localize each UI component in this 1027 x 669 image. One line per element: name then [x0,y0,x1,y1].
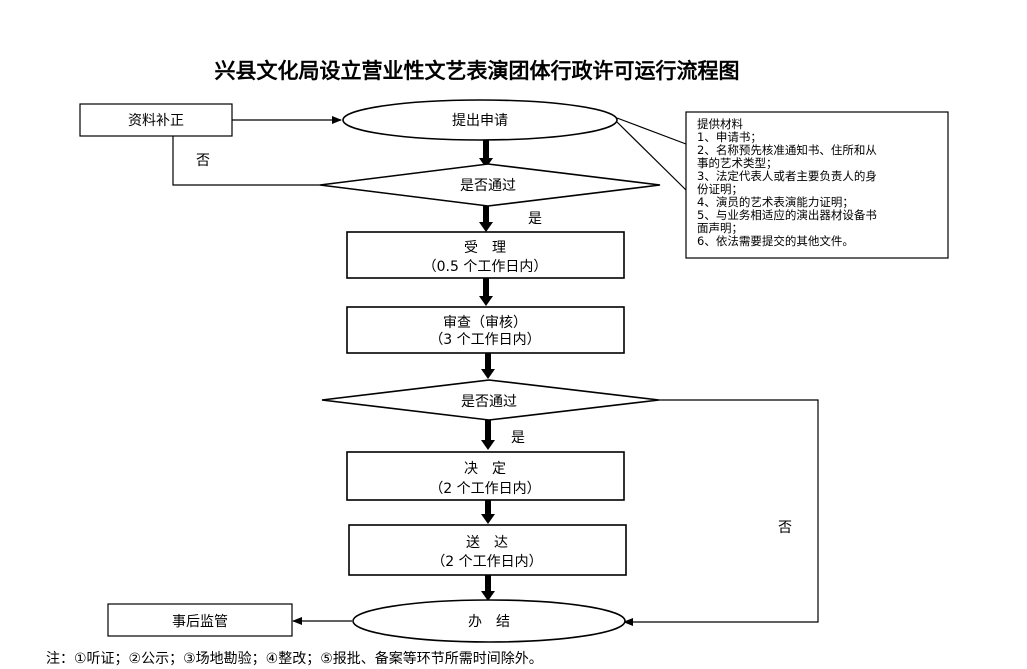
decide-box [346,451,625,501]
materials-list: 1、申请书；2、名称预先核准通知书、住所和从事的艺术类型；3、法定代表人或者主要… [697,130,877,248]
footnote: 注：①听证；②公示；③场地勘验；④整改；⑤报批、备案等环节所需时间除外。 [46,650,543,667]
materials-connector [616,117,687,145]
no1-label: 否 [196,153,210,169]
supplement-box [79,103,233,137]
review-to-check2-arrowhead [481,369,495,379]
check2-label: 是否通过 [461,394,517,410]
check1-label: 是否通过 [460,178,516,194]
deliver-label: 送 达 [466,535,508,551]
materials-item: 份证明； [697,182,743,196]
no2-loop-line [623,399,819,626]
materials-item: 6、依法需要提交的其他文件。 [697,234,854,248]
materials-item: 3、法定代表人或者主要负责人的身 [697,169,877,183]
decide-time: （2 个工作日内） [429,481,540,497]
review-label: 审查（审核） [443,315,527,331]
check1-to-accept-arrowhead [479,222,493,232]
deliver-box [348,524,627,576]
supplement-label: 资料补正 [128,113,184,129]
materials-connector-2 [616,121,687,191]
apply-label: 提出申请 [452,113,508,129]
apply-to-check1-arrowhead [479,158,493,168]
materials-item: 2、名称预先核准通知书、住所和从 [697,143,877,157]
apply-ellipse [342,99,618,141]
materials-box [685,111,949,259]
decide-to-deliver-arrowhead [481,514,495,524]
review-box [346,306,625,354]
materials-item: 5、与业务相适应的演出器材设备书 [697,208,877,222]
check1-diamond [319,163,661,207]
yes1-label: 是 [528,211,542,227]
materials-item: 面声明； [697,221,743,235]
deliver-to-finish-arrowhead [481,591,495,601]
supervise-box [107,603,293,637]
materials-heading: 提供材料 [697,117,743,131]
yes2-label: 是 [511,430,525,446]
page-title: 兴县文化局设立营业性文艺表演团体行政许可运行流程图 [215,58,740,83]
finish-label: 办 结 [468,614,510,630]
materials-item: 4、演员的艺术表演能力证明； [697,195,854,209]
materials-item: 1、申请书； [697,130,762,144]
supervise-label: 事后监管 [172,614,228,630]
check2-to-decide-arrowhead [481,440,495,450]
no1-loop-line [172,136,320,186]
finish-ellipse [352,599,626,643]
no2-label: 否 [778,520,792,536]
deliver-time: （2 个工作日内） [431,554,542,570]
review-time: （3 个工作日内） [429,332,540,348]
accept-to-review-arrowhead [479,296,493,306]
accept-time: （0.5 个工作日内） [423,259,548,275]
materials-item: 事的艺术类型； [697,156,778,170]
decide-label: 决 定 [464,461,506,477]
accept-label: 受 理 [464,240,506,256]
